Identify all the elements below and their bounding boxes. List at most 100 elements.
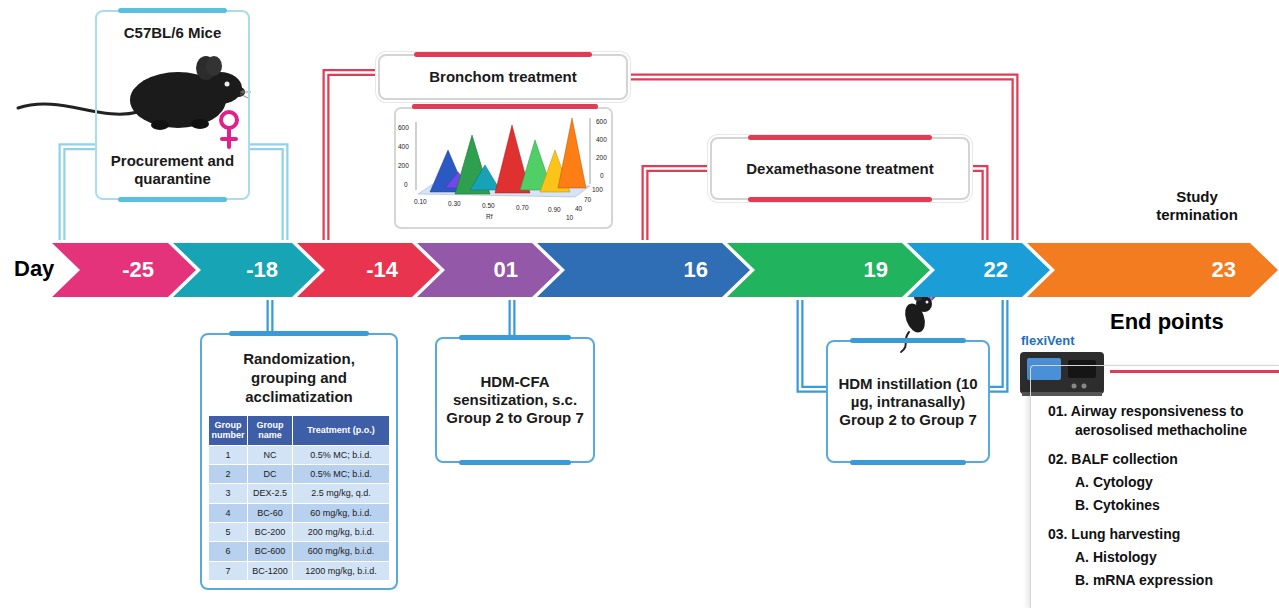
- axis-tick: 40: [575, 205, 582, 213]
- day-number: -18: [246, 257, 278, 283]
- label-slot: 40: [575, 205, 582, 213]
- female-symbol: [221, 112, 237, 147]
- connector: [970, 169, 985, 241]
- chevron-shape: [727, 243, 930, 297]
- chevron-fill: [907, 243, 1050, 297]
- cap-bar: [459, 335, 571, 340]
- table-cell: Group name: [248, 416, 292, 445]
- cap-bar: [748, 197, 932, 202]
- connector-line: [970, 169, 985, 241]
- connector: [326, 72, 378, 240]
- box-title: End points: [1110, 309, 1279, 335]
- cap-bar: [118, 8, 227, 13]
- label-slot: Study termination: [1138, 188, 1256, 224]
- box-title: C57BL/6 Mice: [124, 24, 222, 42]
- box-text: 02. BALF collection: [1075, 450, 1277, 469]
- chevron-fill: [727, 243, 930, 297]
- connector-gap: [800, 300, 826, 389]
- connector-line: [250, 147, 285, 240]
- table-cell: 1: [209, 446, 247, 464]
- connector-line: [990, 300, 1005, 389]
- endpoint-panel: End points 01. Airway responsiveness to a…: [1030, 305, 1279, 608]
- box-text: B. mRNA expression: [1075, 571, 1277, 590]
- connector-gap: [250, 147, 285, 240]
- connector-gap: [645, 169, 710, 241]
- protocol-box: HDM-CFA sensitization, s.c. Group 2 to G…: [435, 337, 595, 463]
- table-cell: NC: [248, 446, 292, 464]
- connector-gap: [269, 300, 272, 333]
- box-title: HDM-CFA sensitization, s.c. Group 2 to G…: [443, 373, 587, 427]
- axis-tick: 200: [596, 154, 607, 162]
- day-number: 23: [1212, 257, 1236, 283]
- axis-tick: 600: [596, 118, 607, 126]
- chevron-shape: [537, 243, 750, 297]
- label-slot: 0.50: [482, 202, 495, 210]
- label-slot: 10: [566, 214, 573, 222]
- table-cell: BC-1200: [248, 562, 292, 580]
- connector: [800, 300, 826, 389]
- connector-line: [509, 300, 516, 337]
- cap-bar: [748, 135, 932, 140]
- cap-bar: [118, 197, 227, 202]
- label-slot: 0.90: [548, 206, 561, 214]
- axis-tick: 400: [596, 136, 607, 144]
- box-text: B. Cytokines: [1075, 496, 1277, 515]
- cap-bar: [459, 460, 571, 465]
- cap-bar: [229, 331, 369, 336]
- connector-line: [267, 300, 274, 333]
- connector: [270, 300, 271, 333]
- connector-line: [645, 169, 710, 241]
- axis-tick: 70: [584, 196, 591, 204]
- connector: [250, 147, 285, 240]
- box-title: Dexamethasone treatment: [746, 160, 934, 178]
- label-slot: flexiVent: [1021, 333, 1074, 349]
- axis-tick: 100: [592, 186, 603, 194]
- chevron-fill: [1027, 243, 1278, 297]
- connector-gap: [326, 72, 378, 240]
- connector: [512, 300, 513, 337]
- day-number: 16: [684, 257, 708, 283]
- axis-tick: 0: [600, 172, 604, 180]
- chromatogram-image: [395, 104, 612, 228]
- box-text: A. Histology: [1075, 548, 1277, 567]
- table-cell: 0.5% MC; b.i.d.: [293, 465, 389, 483]
- label-slot: 600: [398, 124, 409, 132]
- connector-gap: [628, 77, 1015, 240]
- connector-line: [628, 77, 1015, 240]
- flexivent-device: [1020, 352, 1104, 396]
- connector: [62, 147, 95, 240]
- table-cell: 6: [209, 542, 247, 560]
- treatment-box: Dexamethasone treatment: [710, 137, 970, 200]
- table-cell: 3: [209, 484, 247, 502]
- timeline-chevron: 22: [907, 243, 1050, 297]
- connector-line: [800, 300, 826, 389]
- table-cell: 2.5 mg/kg, q.d.: [293, 484, 389, 502]
- label-slot: 70: [584, 196, 591, 204]
- chevron-fill: [173, 243, 320, 297]
- chevron-fill: [417, 243, 560, 297]
- axis-tick: 400: [398, 143, 409, 151]
- box-text: A. Cytology: [1075, 473, 1277, 492]
- axis-tick: 200: [398, 162, 409, 170]
- connector-line: [62, 147, 95, 240]
- day-number: 22: [984, 257, 1008, 283]
- box-text: 01. Airway responsiveness to aerosolised…: [1075, 402, 1277, 440]
- box-title: Randomization, grouping and acclimatizat…: [209, 349, 389, 406]
- box-title: Bronchom treatment: [429, 68, 577, 86]
- chevron-fill: [537, 243, 750, 297]
- timeline-chevron: -25: [52, 243, 196, 297]
- label-slot: 0: [404, 181, 408, 189]
- axis-tick: 0.50: [482, 202, 495, 210]
- table-cell: DEX-2.5: [248, 484, 292, 502]
- axis-tick: Rf: [486, 213, 493, 221]
- table-cell: 60 mg/kg, b.i.d.: [293, 504, 389, 522]
- table-cell: 200 mg/kg, b.i.d.: [293, 523, 389, 541]
- label-slot: 0.70: [516, 204, 529, 212]
- label-slot: 400: [596, 136, 607, 144]
- milestone-note: Study termination: [1138, 188, 1256, 224]
- day-number: 19: [864, 257, 888, 283]
- chevron-fill: [52, 243, 196, 297]
- day-number: -25: [122, 257, 154, 283]
